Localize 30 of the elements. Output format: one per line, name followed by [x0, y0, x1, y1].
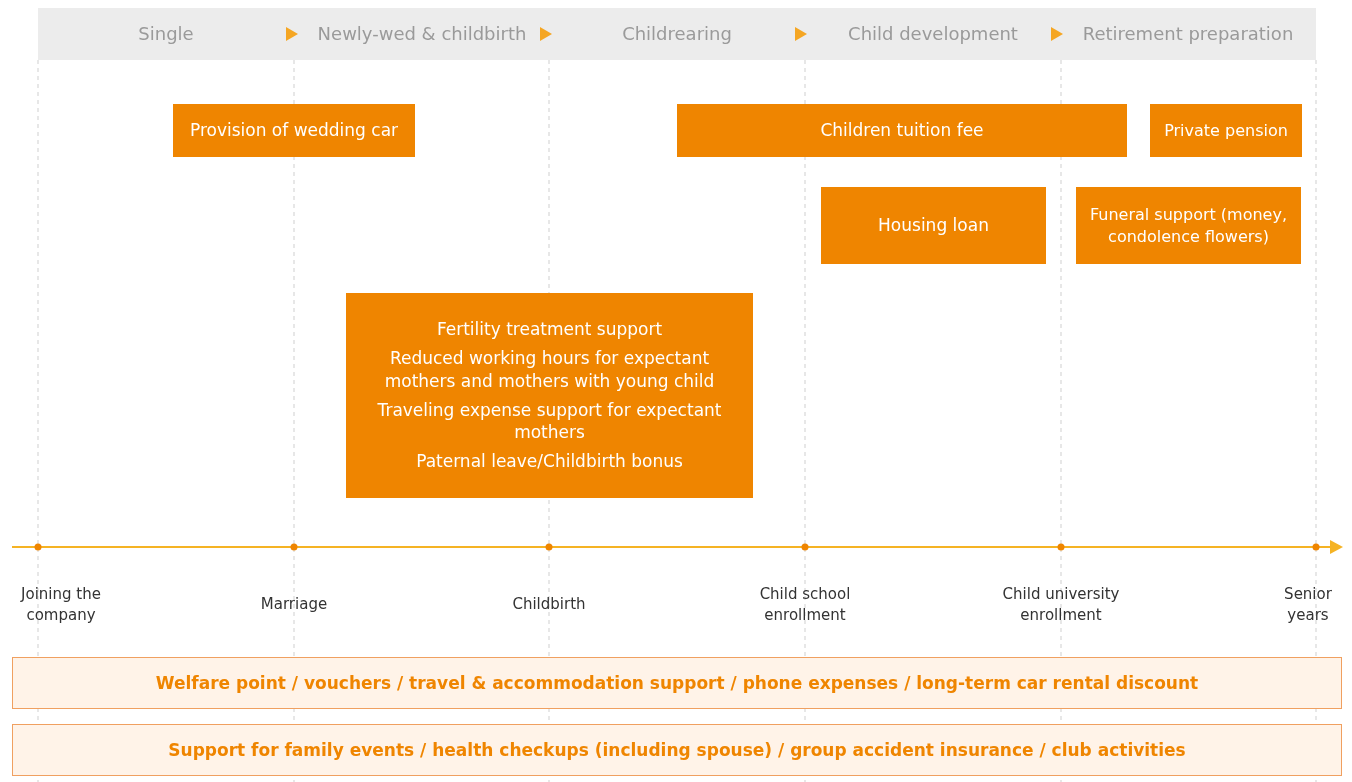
benefit-text: Private pension: [1164, 119, 1288, 142]
benefit-band: [12, 724, 1342, 776]
stage-label: Single: [138, 22, 194, 46]
milestone-label: Joining the company: [19, 584, 102, 626]
benefit-text: Children tuition fee: [820, 119, 984, 142]
benefit-box: [677, 104, 1127, 157]
benefit-box: [1150, 104, 1302, 157]
benefit-text: Housing loan: [878, 214, 989, 237]
stage-label: Childrearing: [622, 22, 732, 46]
milestone-label: Marriage: [259, 594, 329, 615]
stage-label: Retirement preparation: [1082, 22, 1294, 46]
benefit-text: Welfare point / vouchers / travel & accommodation support / phone expenses / long-term car rental discount: [155, 673, 1199, 693]
benefit-box: [821, 187, 1046, 264]
stage-label: Newly-wed & childbirth: [317, 22, 527, 46]
milestone-label: Senior years: [1283, 584, 1333, 626]
benefit-text: Fertility treatment support: [436, 317, 663, 341]
benefit-text: Funeral support (money, condolence flowers): [1088, 203, 1288, 248]
benefit-box: [1076, 187, 1301, 264]
benefit-band: [12, 657, 1342, 709]
milestone-label: Child school enrollment: [758, 584, 852, 626]
milestone-label: Childbirth: [511, 594, 587, 615]
benefit-text: Reduced working hours for expectant mothers and mothers with young child: [383, 346, 716, 393]
benefit-text: Paternal leave/Childbirth bonus: [416, 450, 683, 474]
milestone-label: Child university enrollment: [1001, 584, 1121, 626]
benefit-text: Traveling expense support for expectant mothers: [376, 398, 723, 445]
benefit-text: Support for family events / health checkups (including spouse) / group accident insurance / club activities: [168, 740, 1186, 760]
benefit-text: Provision of wedding car: [189, 119, 399, 142]
benefit-box: [346, 293, 753, 498]
benefit-box: [173, 104, 415, 157]
stage-label: Child development: [848, 22, 1018, 46]
